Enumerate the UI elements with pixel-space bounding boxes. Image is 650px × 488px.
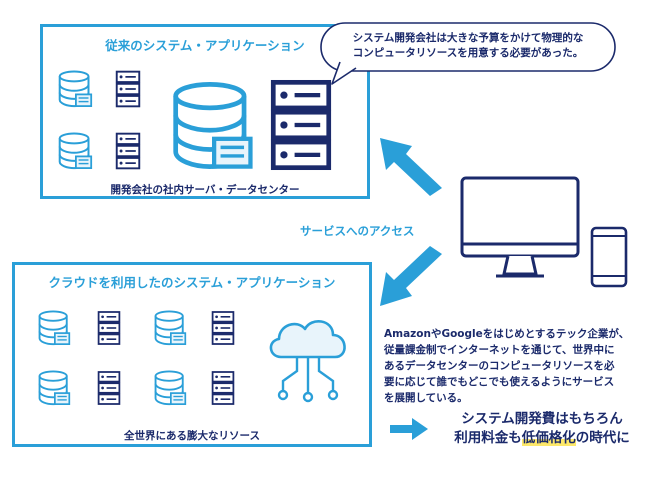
- cloud-panel-caption: 全世界にある膨大なリソース: [124, 430, 260, 442]
- cloud-panel-title: クラウドを利用したのシステム・アプリケーション: [48, 275, 336, 290]
- arrow-icon: [390, 418, 428, 440]
- conclusion-line-1: システム開発費はもちろん: [461, 411, 623, 427]
- description-line-2: 従量課金制でインターネットを通じて、世界中に: [384, 344, 615, 356]
- server-rack-icon: [211, 309, 235, 347]
- description-line-3: あるデータセンターのコンピュータリソースを必: [384, 360, 615, 372]
- server-rack-icon: [115, 69, 141, 109]
- server-rack-icon: [97, 309, 121, 347]
- smartphone-icon: [590, 226, 628, 288]
- server-rack-icon: [115, 131, 141, 171]
- cloud-network-icon: [269, 320, 346, 403]
- database-icon: [37, 309, 71, 347]
- conclusion-line-2: 利用料金も低価格化の時代に: [436, 429, 648, 448]
- speech-bubble-shape: [320, 22, 616, 85]
- cloud-description: AmazonやGoogleをはじめとするテック企業が、 従量課金制でインターネッ…: [384, 326, 646, 406]
- large-server-rack-icon: [269, 77, 333, 173]
- description-line-1: AmazonやGoogleをはじめとするテック企業が、: [384, 328, 630, 340]
- database-icon: [37, 369, 71, 407]
- database-icon: [153, 369, 187, 407]
- speech-line-1: システム開発会社は大きな予算をかけて物理的な: [352, 32, 584, 44]
- database-icon: [57, 69, 93, 109]
- description-line-5: を展開している。: [384, 392, 468, 404]
- speech-bubble-text: システム開発会社は大きな予算をかけて物理的な コンピュータリソースを用意する必要…: [320, 31, 616, 61]
- conclusion-line-2-post: の時代に: [575, 430, 630, 446]
- legacy-system-panel: 従来のシステム・アプリケーション 開発会社の社内サーバ・データセンター: [40, 24, 370, 199]
- cloud-system-panel: クラウドを利用したのシステム・アプリケーション 全世界にある膨大なリソース: [12, 262, 372, 447]
- conclusion-line-2-pre: 利用料金も: [454, 430, 522, 446]
- server-rack-icon: [211, 369, 235, 407]
- legacy-panel-title: 従来のシステム・アプリケーション: [105, 38, 305, 53]
- arrow-icon: [380, 246, 442, 306]
- database-icon: [153, 309, 187, 347]
- large-database-icon: [169, 79, 255, 173]
- description-line-4: 要に応じて誰でもどこでも使えるようにサービス: [384, 376, 615, 388]
- speech-bubble: システム開発会社は大きな予算をかけて物理的な コンピュータリソースを用意する必要…: [320, 22, 616, 85]
- service-access-label: サービスへのアクセス: [300, 224, 415, 238]
- conclusion-text: システム開発費はもちろん 利用料金も低価格化の時代に: [436, 410, 648, 448]
- speech-line-2: コンピュータリソースを用意する必要があった。: [352, 47, 584, 59]
- highlighted-low-price: 低価格化: [521, 430, 576, 446]
- database-icon: [57, 131, 93, 171]
- legacy-panel-caption: 開発会社の社内サーバ・データセンター: [110, 184, 300, 196]
- server-rack-icon: [97, 369, 121, 407]
- monitor-icon: [460, 176, 580, 278]
- arrow-icon: [380, 138, 442, 196]
